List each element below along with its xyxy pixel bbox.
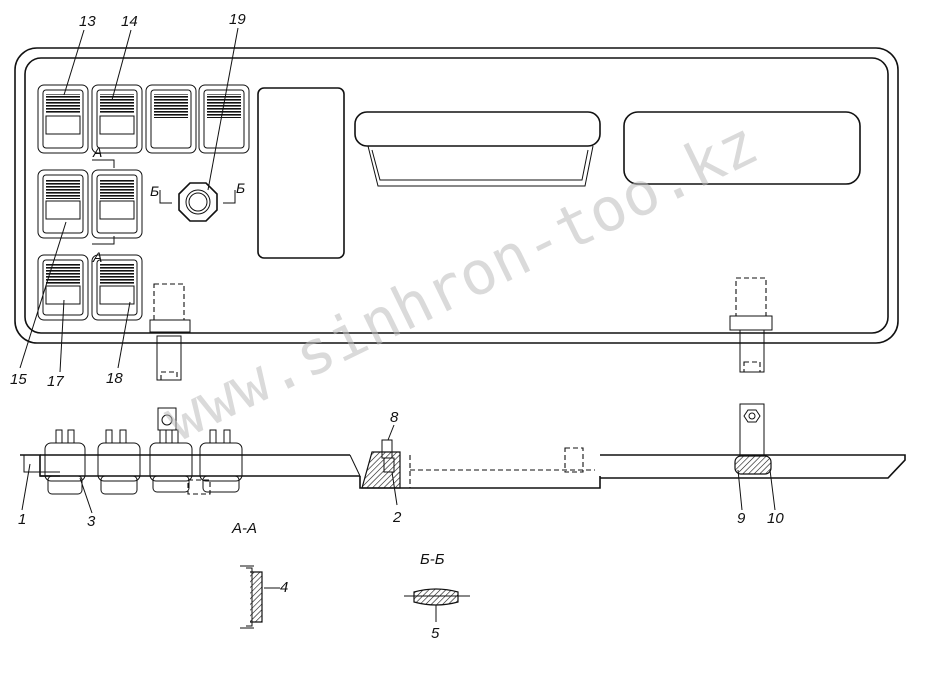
- switch-row1-3: [145, 84, 197, 154]
- callout-labels: 13 14 19 15 17 18 1 3 8 2 9 10 4 5: [10, 11, 784, 642]
- callout-14: 14: [121, 13, 138, 30]
- section-mark-b-right: Б: [236, 180, 245, 196]
- panel-inner-frame: [24, 57, 889, 334]
- callout-9: 9: [737, 510, 746, 527]
- switch-block-2: [97, 429, 141, 495]
- bracket-right-front: [729, 277, 773, 373]
- section-mark-a-bottom: А: [92, 249, 102, 265]
- instrument-window: [257, 87, 345, 259]
- callout-4: 4: [280, 579, 288, 596]
- callout-18: 18: [106, 370, 123, 387]
- switch-row1-4: [198, 84, 250, 154]
- callout-15: 15: [10, 371, 27, 388]
- callout-17: 17: [47, 373, 64, 390]
- switch-row2-1: [37, 169, 89, 239]
- section-a-detail: [240, 565, 280, 629]
- knob-19: [178, 182, 218, 222]
- section-a-bottom-mark: [92, 236, 115, 245]
- section-mark-a-top: А: [92, 144, 102, 160]
- section-title-b-b: Б-Б: [420, 551, 445, 568]
- section-marks: А А Б Б А-А Б-Б: [92, 144, 445, 568]
- display-window: [623, 111, 861, 185]
- handle-tray: [354, 111, 601, 187]
- switch-row2-2: [91, 169, 143, 239]
- callout-5: 5: [431, 625, 440, 642]
- clamp-part-2: [361, 439, 401, 489]
- switch-block-4: [187, 429, 243, 495]
- leader-lines: [19, 27, 776, 514]
- section-a-top-mark: [92, 159, 115, 168]
- switch-block-1: [44, 429, 86, 495]
- bracket-left-front: [149, 283, 191, 381]
- switch-14: [91, 84, 143, 154]
- section-b-left-mark: [159, 190, 172, 204]
- panel-section-view: [20, 403, 906, 495]
- callout-8: 8: [390, 409, 399, 426]
- callout-13: 13: [79, 13, 96, 30]
- section-title-a-a: А-А: [231, 520, 257, 537]
- panel-outer-frame: [14, 47, 899, 344]
- section-b-right-mark: [223, 190, 236, 204]
- section-b-detail: [404, 588, 470, 622]
- switch-13: [37, 84, 89, 154]
- bracket-section-right: [734, 403, 772, 475]
- callout-2: 2: [392, 509, 402, 526]
- callout-3: 3: [87, 513, 96, 530]
- switch-block-3: [149, 407, 193, 493]
- callout-19: 19: [229, 11, 246, 28]
- switch-18: [91, 254, 143, 321]
- callout-1: 1: [18, 511, 26, 528]
- callout-10: 10: [767, 510, 784, 527]
- section-mark-b-left: Б: [150, 183, 159, 199]
- panel-front-view: [14, 47, 899, 381]
- watermark: www.sinhron-too.kz: [154, 108, 769, 456]
